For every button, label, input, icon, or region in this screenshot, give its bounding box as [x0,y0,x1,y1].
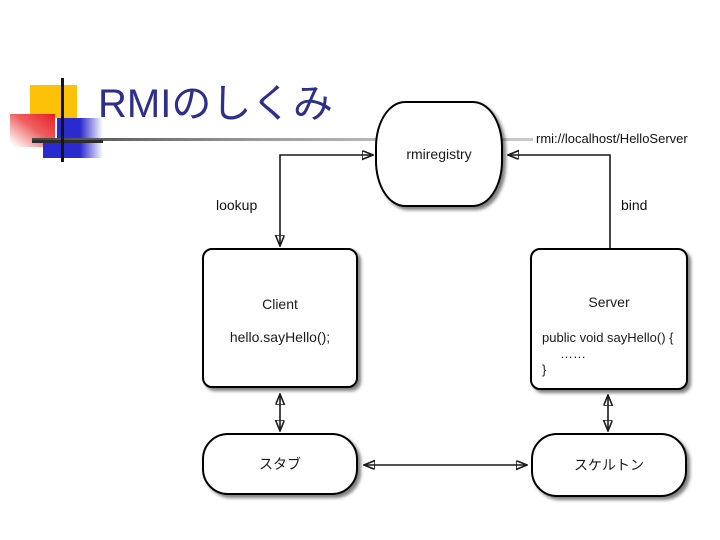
rmiregistry-node: rmiregistry [375,101,503,207]
rmi-url-label: rmi://localhost/HelloServer [536,131,688,146]
deco-horizontal-line [32,140,103,143]
lookup-label: lookup [216,197,258,213]
client-node: Client hello.sayHello(); [202,248,358,388]
skeleton-node: スケルトン [531,433,687,497]
deco-vertical-line [61,78,64,162]
server-code: public void sayHello() { …… } [532,330,686,378]
server-code-line: …… [560,346,586,361]
client-code: hello.sayHello(); [229,329,331,345]
title-underline-rule [32,138,533,141]
lookup-arrow [280,155,372,245]
bind-label: bind [621,197,648,213]
deco-blue-small-square-icon [43,141,58,158]
client-title: Client [262,296,298,312]
server-code-line: } [542,362,547,377]
server-code-line: public void sayHello() { [542,330,674,345]
server-title: Server [588,294,630,310]
page-title: RMIのしくみ [98,82,333,126]
deco-yellow-square-icon [30,85,77,118]
rmiregistry-label: rmiregistry [406,146,472,162]
stub-node: スタブ [202,433,358,495]
skeleton-label: スケルトン [574,457,644,473]
bind-arrow [509,155,611,248]
server-node: Server public void sayHello() { …… } [530,248,688,390]
stub-label: スタブ [259,456,301,472]
